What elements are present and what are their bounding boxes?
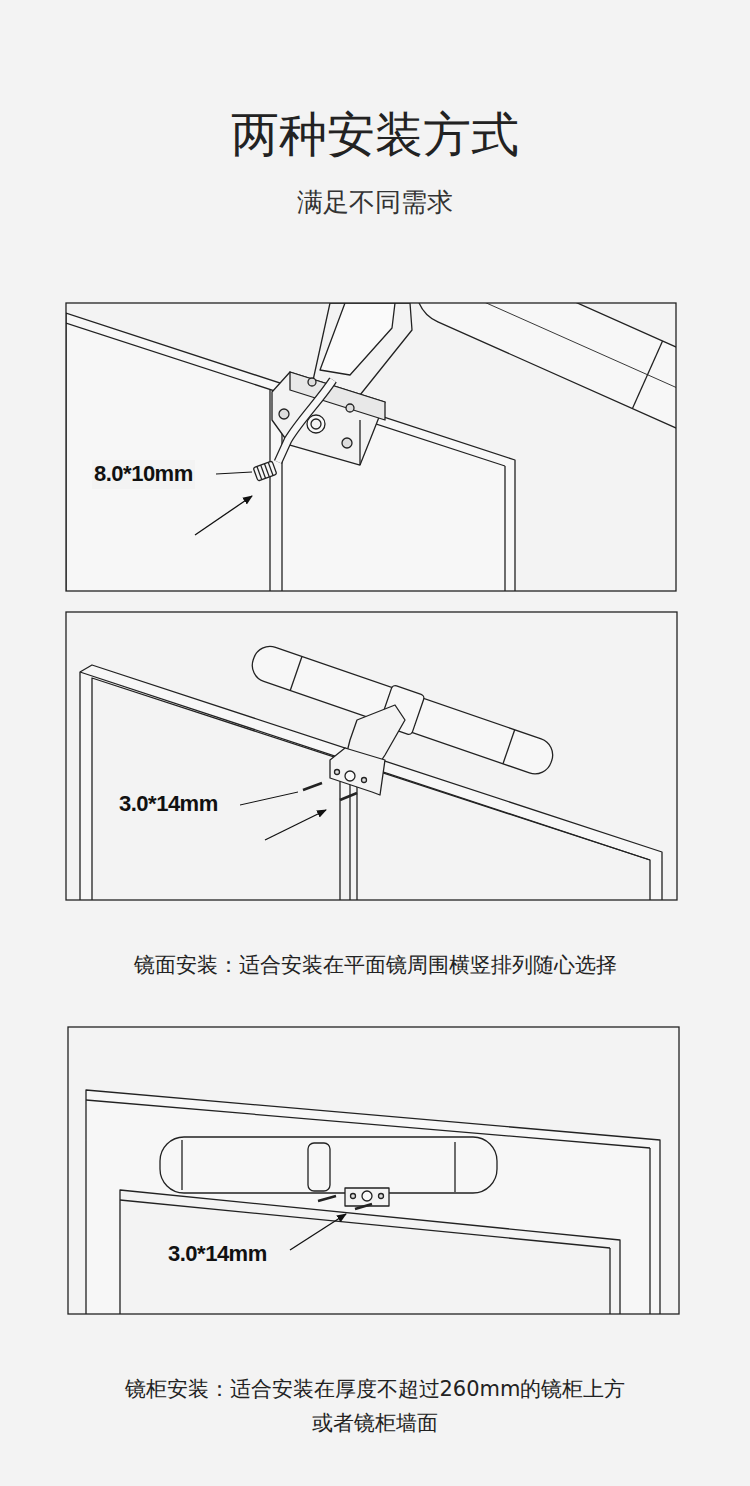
caption-note: 镜面安装：适合安装在平面镜周围横竖排列随心选择 — [0, 952, 750, 979]
page-title: 两种安装方式 — [0, 103, 750, 165]
dimension-label: 3.0*14mm — [117, 790, 220, 819]
subtitle: 满足不同需求 — [0, 186, 750, 220]
caption-note: 镜柜安装：适合安装在厚度不超过260mm的镜柜上方 或者镜柜墙面 — [80, 1373, 670, 1440]
dimension-label: 3.0*14mm — [166, 1240, 269, 1269]
dimension-label: 8.0*10mm — [92, 460, 195, 489]
